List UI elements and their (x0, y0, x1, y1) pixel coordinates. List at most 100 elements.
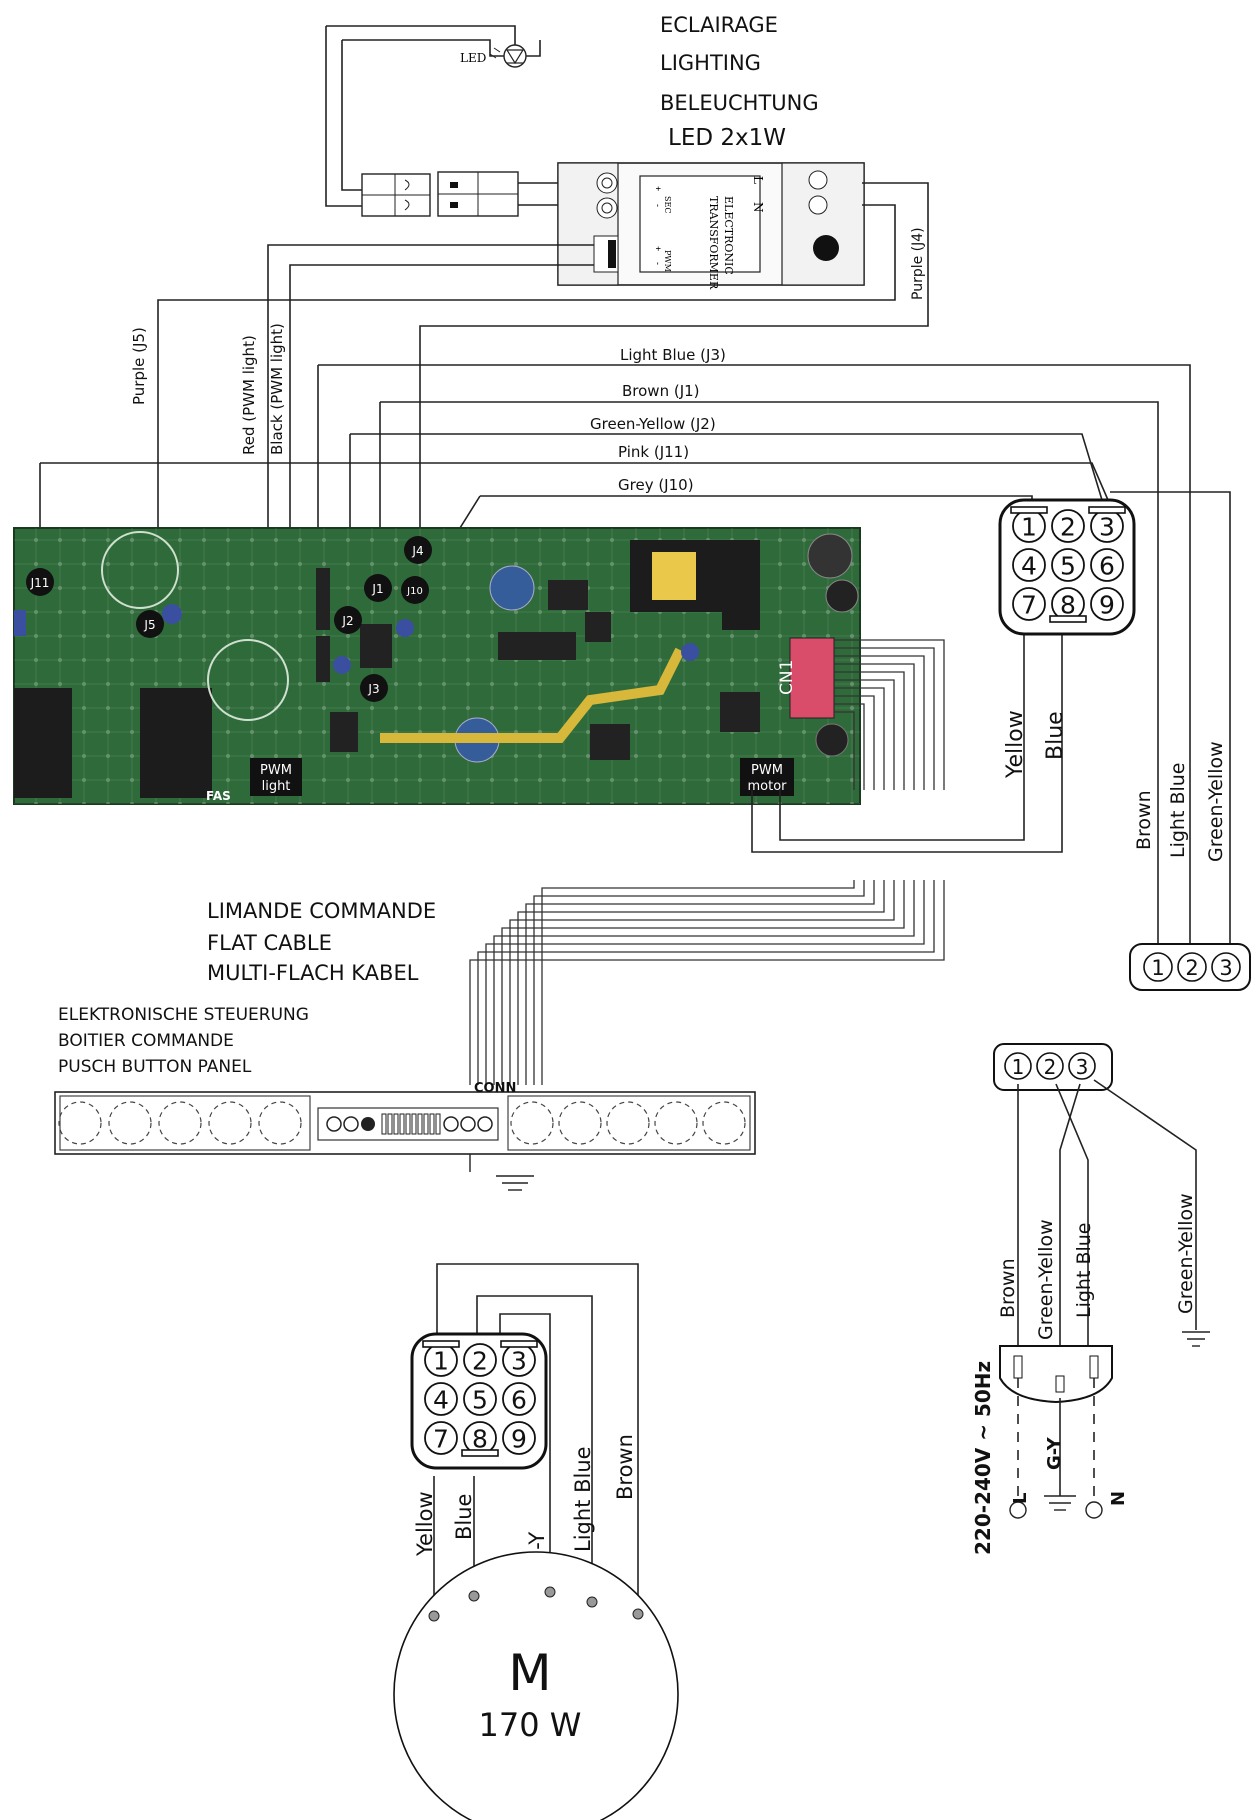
svg-text:J11: J11 (30, 576, 50, 590)
svg-text:9: 9 (511, 1425, 527, 1454)
svg-text:1: 1 (1012, 1055, 1025, 1079)
lighting-title-block: ECLAIRAGE LIGHTING BELEUCHTUNG LED 2x1W (660, 13, 819, 151)
motor-conn-pin-9: 9 (502, 1421, 536, 1455)
pcb-cn1-label: CN1 (777, 660, 797, 695)
panel-en: PUSCH BUTTON PANEL (58, 1057, 252, 1077)
panel-led-segment (393, 1113, 399, 1135)
panel-led-segment (411, 1113, 417, 1135)
svg-text:9: 9 (1099, 591, 1115, 620)
svg-text:motor: motor (747, 779, 787, 794)
mains-plug-icon (999, 1345, 1113, 1404)
svg-text:4: 4 (1021, 552, 1037, 581)
conn-top-pin-6: 6 (1090, 548, 1124, 582)
right-light-blue-label: Light Blue (1167, 762, 1189, 858)
motor-conn-pin-6: 6 (502, 1382, 536, 1416)
conn-top-blue-label: Blue (1043, 711, 1068, 760)
conn-top-pin-3: 3 (1088, 506, 1126, 543)
svg-text:3: 3 (1219, 956, 1232, 980)
svg-text:2: 2 (1044, 1055, 1057, 1079)
control-pcb: J11 J5 J4 J10 J1 J2 J3 CN1 PWM (13, 527, 861, 805)
lighting-title-de: BELEUCHTUNG (660, 91, 819, 115)
earth-ground-icon (1182, 1331, 1210, 1347)
panel-button-4[interactable] (208, 1101, 252, 1145)
panel-led-segment (399, 1113, 405, 1135)
motor-light-blue-label: Light Blue (571, 1446, 595, 1552)
motor-brown-label: Brown (613, 1434, 637, 1500)
panel-button-5[interactable] (258, 1101, 302, 1145)
wire-label-pink-j11: Pink (J11) (618, 443, 689, 461)
transformer-title-2: TRANSFORMER (707, 196, 720, 290)
flat-cable-de: MULTI-FLACH KABEL (207, 961, 419, 985)
mains-conn-pin-2: 2 (1036, 1052, 1064, 1080)
pcb-j5-marker: J5 (136, 610, 164, 638)
motor-conn-pin-4: 4 (424, 1382, 458, 1416)
wire-label-purple-j5: Purple (J5) (130, 327, 148, 405)
motor-symbol: M (508, 1644, 551, 1702)
panel-button-2[interactable] (108, 1101, 152, 1145)
panel-button-9[interactable] (654, 1101, 698, 1145)
motor-yellow-label: Yellow (413, 1491, 437, 1557)
svg-text:5: 5 (472, 1386, 488, 1415)
panel-labels: ELEKTRONISCHE STEUERUNG BOITIER COMMANDE… (58, 1005, 309, 1077)
right-conn-pin-2: 2 (1177, 952, 1207, 982)
transformer-sec-minus: - (653, 204, 663, 207)
pcb-j3-marker: J3 (360, 674, 388, 702)
svg-text:7: 7 (1021, 591, 1037, 620)
svg-text:8: 8 (1060, 591, 1076, 620)
panel-led-segment (435, 1113, 441, 1135)
pcb-pwm-light-label: PWM light (250, 758, 302, 796)
lighting-title-fr: ECLAIRAGE (660, 13, 778, 37)
lighting-spec: LED 2x1W (668, 125, 786, 151)
svg-text:J2: J2 (341, 614, 353, 628)
pcb-j1-marker: J1 (364, 574, 392, 602)
conn-top-pin-1: 1 (1010, 506, 1048, 543)
motor-blue-label: Blue (452, 1494, 476, 1540)
panel-button-10[interactable] (702, 1101, 746, 1145)
svg-text:2: 2 (472, 1347, 488, 1376)
panel-button-3[interactable] (158, 1101, 202, 1145)
panel-de: ELEKTRONISCHE STEUERUNG (58, 1005, 309, 1025)
motor-conn-pin-7: 7 (424, 1421, 458, 1455)
transformer-title-1: ELECTRONIC (722, 196, 735, 275)
svg-text:1: 1 (1151, 956, 1164, 980)
mains-conn-pin-3: 3 (1068, 1052, 1096, 1080)
motor-conn-pin-3: 3 (500, 1340, 538, 1377)
mains-green-yellow-label: Green-Yellow (1035, 1219, 1057, 1340)
panel-button-7[interactable] (558, 1101, 602, 1145)
wire-label-light-blue-j3: Light Blue (J3) (620, 346, 726, 364)
svg-text:3: 3 (511, 1347, 527, 1376)
svg-text:1: 1 (1021, 513, 1037, 542)
motor-conn-pin-5: 5 (463, 1382, 497, 1416)
svg-text:J10: J10 (406, 586, 423, 597)
mains-brown-label: Brown (997, 1258, 1019, 1318)
wire-label-purple-j4: Purple (J4) (910, 227, 926, 300)
panel-button-6[interactable] (510, 1101, 554, 1145)
pcb-j10-marker: J10 (401, 576, 429, 604)
flat-cable-labels: LIMANDE COMMANDE FLAT CABLE MULTI-FLACH … (207, 899, 436, 985)
wire-label-red-pwm: Red (PWM light) (240, 335, 258, 455)
mains-gy-label: G-Y (1044, 1436, 1065, 1470)
pcb-brand: FAS (206, 789, 231, 803)
panel-button-8[interactable] (606, 1101, 650, 1145)
transformer-sec-plus: + (653, 186, 663, 191)
panel-led-segment (405, 1113, 411, 1135)
transformer-n: N (751, 202, 765, 213)
motor-conn-pin-2: 2 (463, 1343, 497, 1377)
conn-top-pin-8: 8 (1049, 587, 1087, 623)
panel-led-segment (417, 1113, 423, 1135)
svg-text:light: light (262, 779, 291, 794)
panel-led-segment (423, 1113, 429, 1135)
panel-button-1[interactable] (58, 1101, 102, 1145)
conn-top-pin-7: 7 (1012, 587, 1046, 621)
motor-terminals (428, 1586, 644, 1622)
svg-text:8: 8 (472, 1425, 488, 1454)
transformer-pwm-minus: - (653, 262, 663, 265)
mains-green-yellow-earth-label: Green-Yellow (1175, 1193, 1197, 1314)
push-button-panel: CONN (54, 1081, 756, 1191)
svg-text:PWM: PWM (260, 763, 292, 778)
led-connector (361, 171, 558, 217)
panel-led-segment (429, 1113, 435, 1135)
